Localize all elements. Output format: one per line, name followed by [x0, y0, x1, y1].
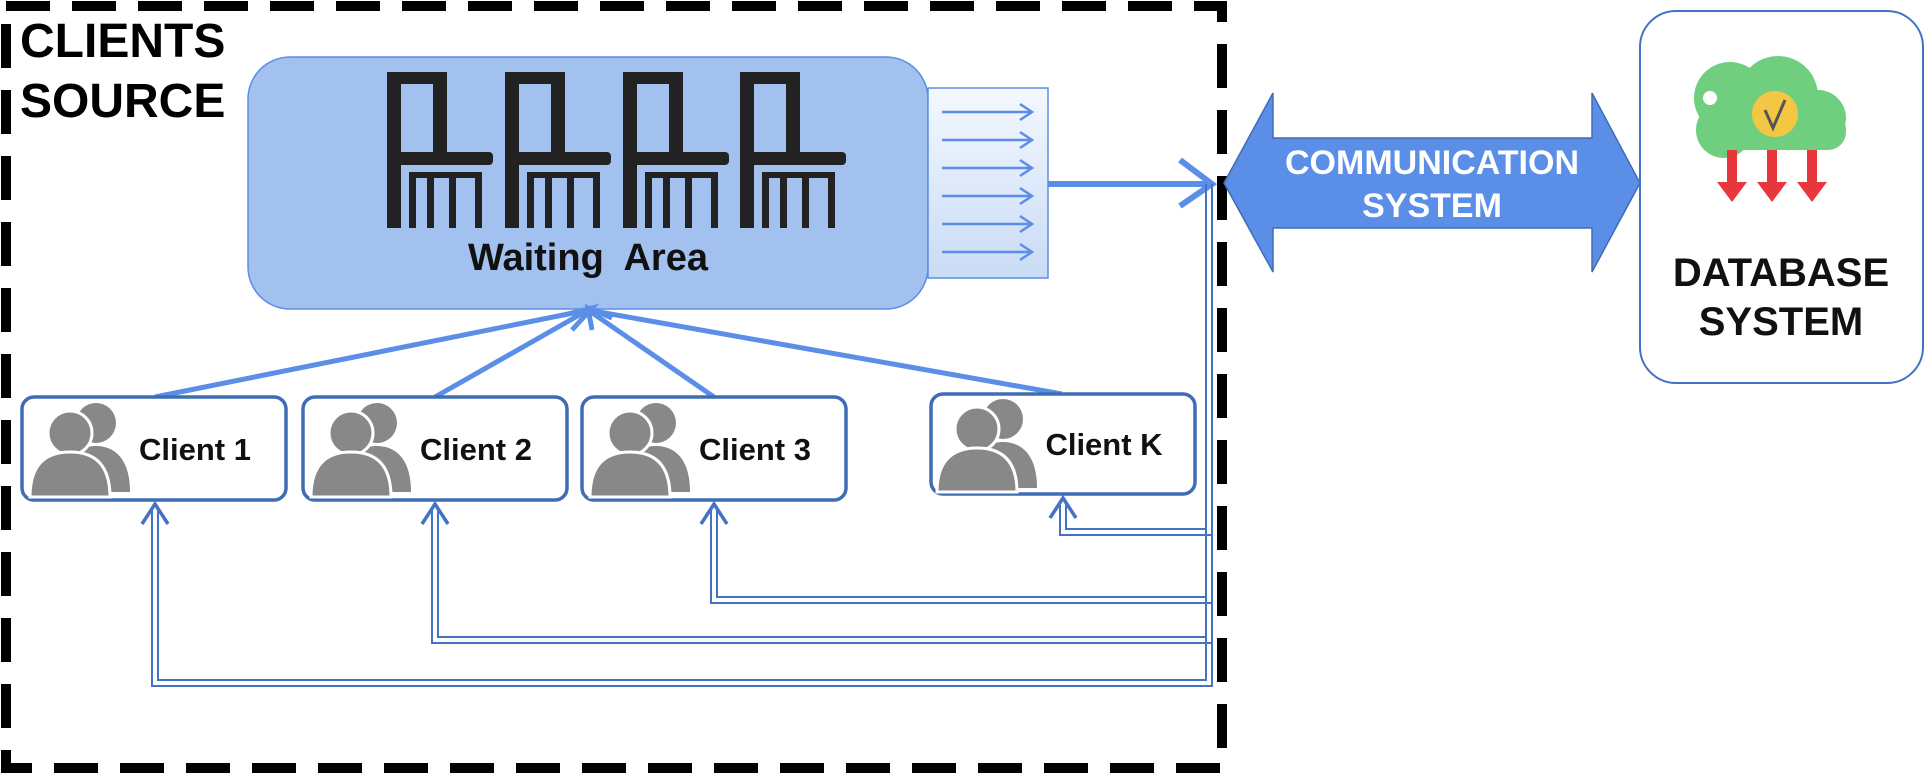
client-to-waiting-arrows	[154, 303, 1063, 400]
client-box-k: Client K	[929, 392, 1197, 496]
client-label-2: Client 2	[420, 432, 532, 467]
waiting-area: Waiting Area	[247, 56, 929, 310]
client-label-1: Client 1	[139, 432, 251, 467]
queue-to-communication-arrow	[1048, 157, 1218, 209]
communication-system: COMMUNICATION SYSTEM	[1223, 92, 1641, 273]
clients-source-title-line2: SOURCE	[20, 75, 225, 128]
database-system: DATABASE SYSTEM	[1639, 10, 1924, 384]
chair-icon	[387, 72, 846, 228]
communication-system-line1: COMMUNICATION	[1285, 144, 1579, 182]
database-system-line1: DATABASE	[1673, 251, 1889, 295]
users-icon	[309, 403, 411, 499]
clients-source-title-line1: CLIENTS	[20, 15, 225, 68]
users-icon	[28, 403, 130, 499]
client-box-2: Client 2	[301, 395, 569, 502]
cloud-download-icon	[1694, 56, 1846, 202]
database-system-line2: SYSTEM	[1699, 300, 1863, 344]
client-box-3: Client 3	[580, 395, 848, 502]
users-icon	[935, 399, 1037, 494]
communication-system-line2: SYSTEM	[1362, 187, 1502, 225]
users-icon	[588, 403, 690, 499]
clients-source-boundary	[1, 1, 1227, 773]
feedback-lines	[140, 184, 1213, 687]
client-label-k: Client K	[1045, 427, 1163, 462]
client-label-3: Client 3	[699, 432, 811, 467]
queue-outflow-box	[927, 87, 1049, 279]
client-box-1: Client 1	[20, 395, 288, 502]
waiting-area-label: Waiting Area	[468, 237, 709, 279]
